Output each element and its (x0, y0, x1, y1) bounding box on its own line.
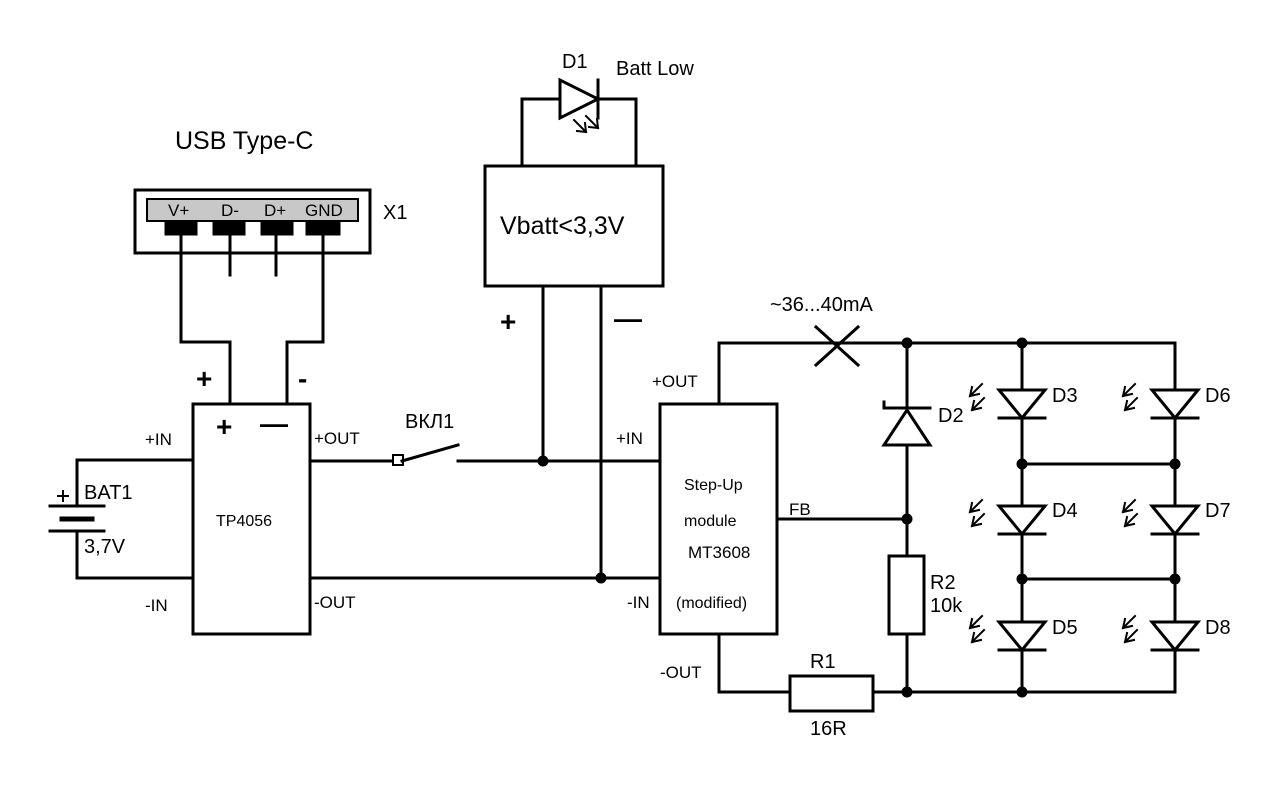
boost-line2: module (684, 513, 737, 530)
led-d3-ref: D3 (1052, 385, 1078, 407)
charger-pin-out-neg: -OUT (314, 593, 356, 612)
current-note: ~36...40mA (770, 294, 874, 368)
monitor-plus-sign: + (500, 306, 516, 337)
led-d6-symbol (1121, 382, 1200, 420)
led-d1-label: Batt Low (616, 58, 694, 80)
led-d8-ref: D8 (1205, 617, 1231, 639)
pin-dplus: D+ (264, 201, 286, 220)
usb-connector: USB Type-C X1 V+ D- D+ GND + - (133, 127, 407, 394)
led-d5-symbol (968, 614, 1047, 652)
charger-pin-in-pos: +IN (145, 430, 172, 449)
battery-ref: BAT1 (84, 482, 133, 504)
led-d3-symbol (968, 382, 1047, 420)
resistor-r1: R1 16R (788, 651, 875, 740)
boost-pin-in-neg: -IN (627, 593, 650, 612)
resistor-r2-value: 10k (930, 595, 963, 617)
boost-pin-in-pos: +IN (616, 429, 643, 448)
pin-gnd: GND (305, 201, 343, 220)
resistor-r2-ref: R2 (930, 572, 956, 594)
led-array: D3 D4 D5 D6 D7 D8 (968, 337, 1231, 698)
pin-dminus: D- (221, 201, 239, 220)
monitor-minus-sign: — (614, 303, 642, 334)
charger-in-plus: + (216, 411, 232, 442)
pin-vplus: V+ (168, 201, 189, 220)
resistor-r2: R2 10k (887, 554, 963, 694)
switch-ref: ВКЛ1 (405, 411, 454, 433)
connector-title: USB Type-C (175, 127, 313, 155)
led-d6-ref: D6 (1205, 385, 1231, 407)
usb-plus-sign: + (196, 363, 212, 394)
battery-value: 3,7V (84, 536, 126, 558)
battery-monitor: Vbatt<3,3V + — D1 Batt Low (483, 51, 694, 580)
charger-module: TP4056 + — +IN -IN +OUT -OUT (145, 402, 360, 636)
charger-pin-out-pos: +OUT (314, 429, 360, 448)
zener-d2: D2 (881, 341, 964, 558)
power-switch: ВКЛ1 (308, 411, 662, 466)
boost-line4: (modified) (676, 595, 747, 612)
boost-line3: MT3608 (688, 543, 750, 562)
charger-name: TP4056 (216, 513, 272, 530)
current-note-text: ~36...40mA (770, 294, 874, 316)
boost-pin-out-neg: -OUT (660, 663, 702, 682)
monitor-label: Vbatt<3,3V (500, 212, 625, 240)
boost-pin-fb: FB (789, 500, 811, 519)
boost-module: Step-Up module MT3608 (modified) +OUT +I… (616, 372, 811, 682)
led-d1-ref: D1 (562, 51, 588, 73)
led-d5-ref: D5 (1052, 617, 1078, 639)
zener-ref: D2 (938, 405, 964, 427)
led-d7-symbol (1121, 498, 1200, 536)
resistor-r1-value: 16R (810, 718, 847, 740)
connector-ref: X1 (383, 202, 407, 224)
boost-pin-out-pos: +OUT (652, 372, 698, 391)
charger-in-minus: — (260, 408, 288, 439)
led-d8-symbol (1121, 614, 1200, 652)
led-d7-ref: D7 (1205, 500, 1231, 522)
usb-minus-sign: - (298, 363, 307, 394)
charger-pin-in-neg: -IN (145, 596, 168, 615)
resistor-r1-ref: R1 (810, 651, 836, 673)
led-d4-ref: D4 (1052, 500, 1078, 522)
led-d4-symbol (968, 498, 1047, 536)
boost-line1: Step-Up (684, 477, 743, 494)
battery: BAT1 3,7V (48, 458, 195, 580)
